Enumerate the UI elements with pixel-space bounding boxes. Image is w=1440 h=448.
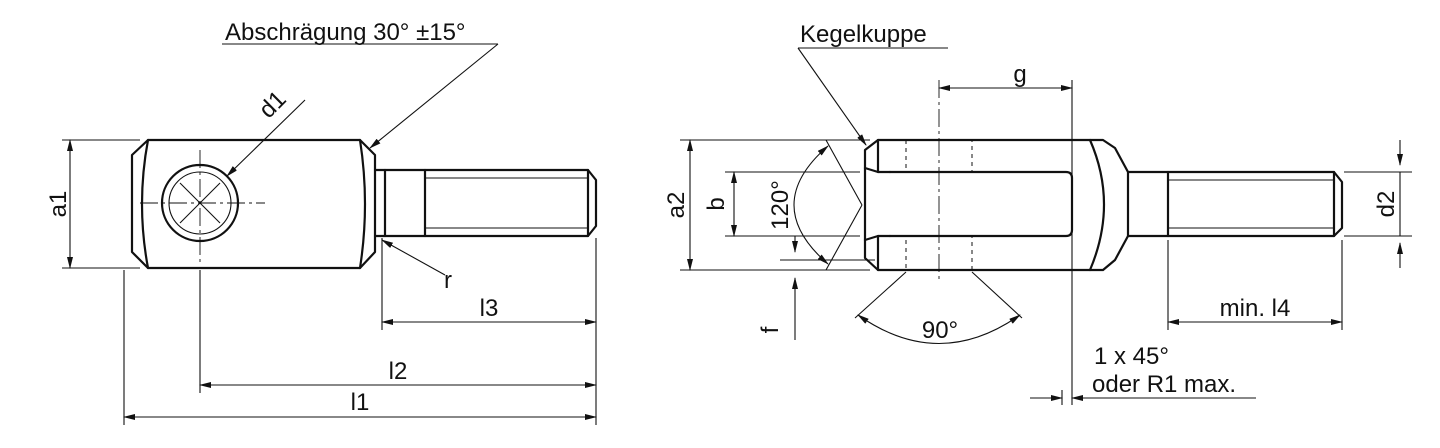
threaded-stud <box>383 168 598 238</box>
dim-label-l3: l3 <box>480 295 499 322</box>
dim-label-min-l4: min. l4 <box>1220 295 1291 322</box>
dim-label-r: r <box>444 267 452 294</box>
dim-label-l2: l2 <box>389 358 408 385</box>
dim-label-b: b <box>703 197 730 210</box>
chamfer-line-left <box>140 138 150 270</box>
dim-label-a1: a1 <box>45 191 72 218</box>
top-view: Kegelkuppe g a2 b 120° f 90° 1 x 45° <box>663 21 1412 405</box>
dim-label-g: g <box>1013 61 1026 88</box>
clevis-body-outline <box>130 138 377 270</box>
leader-cone-point <box>797 47 867 146</box>
leader-chamfer <box>369 43 499 149</box>
fork-slot <box>888 170 1074 238</box>
chamfer-spec-line1: 1 x 45° <box>1094 343 1169 370</box>
dim-arc-90 <box>857 314 1021 345</box>
chamfer-note: Abschrägung 30° ±15° <box>225 19 466 46</box>
fork-outline <box>863 138 1130 272</box>
dim-label-l1: l1 <box>351 389 370 416</box>
leader-d1 <box>226 99 306 177</box>
chamfer-line-right <box>358 138 367 270</box>
neck <box>373 168 387 238</box>
cone-point-label: Kegelkuppe <box>800 21 927 48</box>
dim-label-f: f <box>757 326 784 333</box>
dim-label-120: 120° <box>767 180 794 230</box>
leader-r <box>381 239 446 276</box>
chamfer-spec-line2: oder R1 max. <box>1092 371 1236 398</box>
dim-arc-120 <box>793 145 829 265</box>
threaded-stud-right <box>1126 170 1344 238</box>
dim-label-d2: d2 <box>1373 191 1400 218</box>
dim-label-90: 90° <box>922 317 958 344</box>
side-view: a1 d1 Abschrägung 30° ±15° r l3 l2 l1 <box>45 19 598 425</box>
dim-label-a2: a2 <box>663 192 690 219</box>
